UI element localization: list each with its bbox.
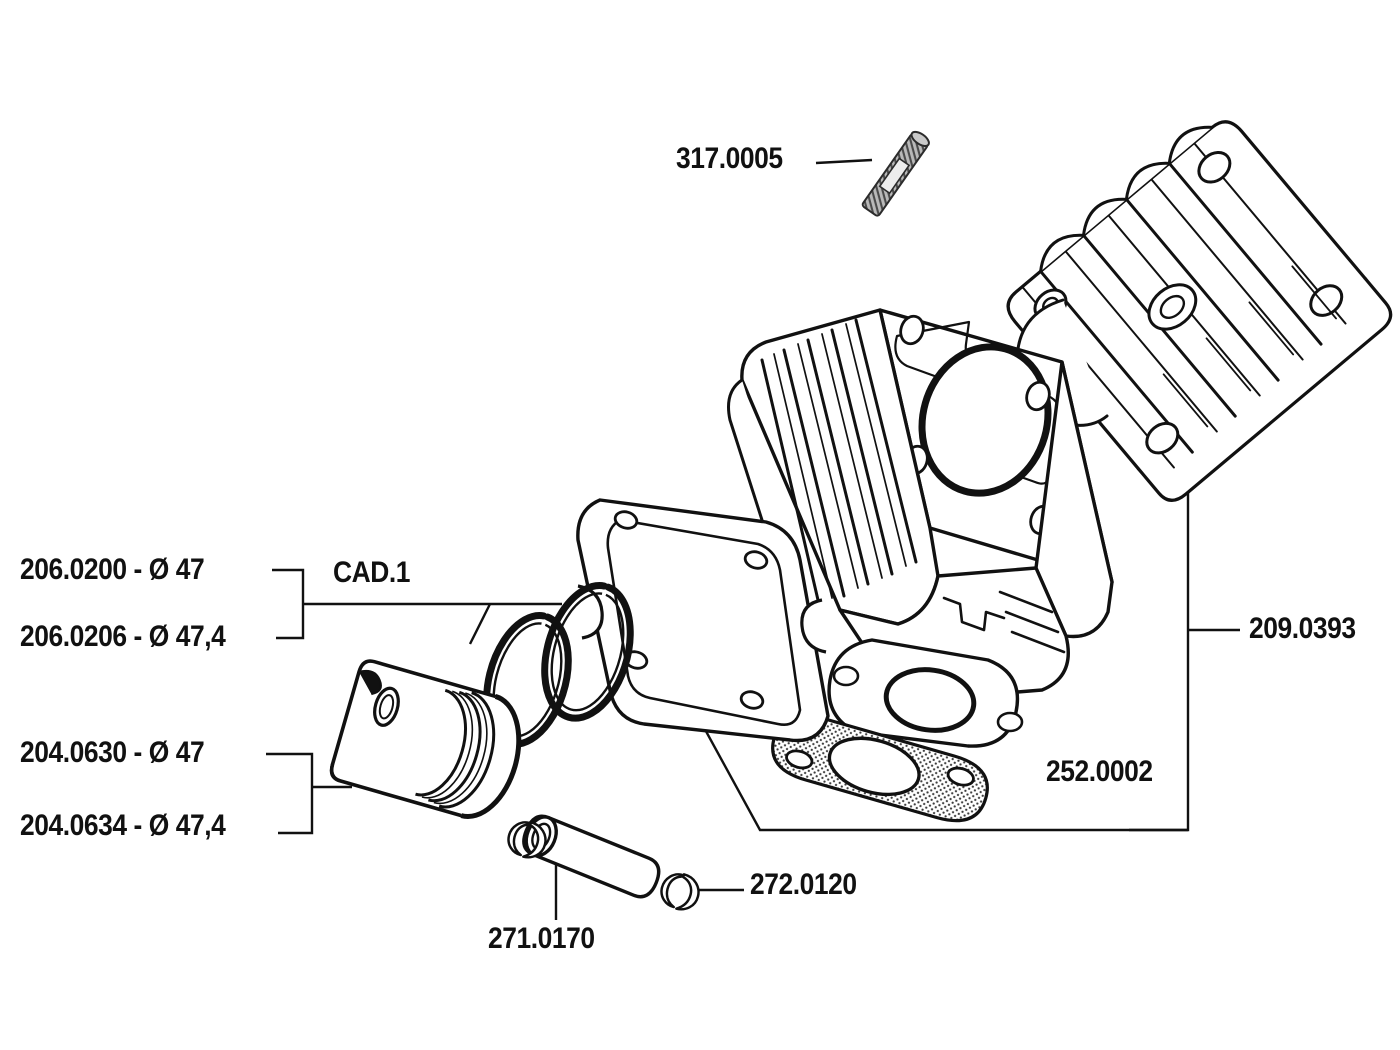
label-intake-gasket: 252.0002	[1046, 755, 1153, 788]
label-cad-note: CAD.1	[333, 556, 411, 589]
label-ring-474: 206.0206 - Ø 47,4	[20, 620, 226, 653]
piston-pin-part	[522, 814, 661, 899]
cylinder-block-part	[727, 308, 1114, 748]
bracket-rings	[272, 568, 305, 640]
stud-bolt-part	[861, 130, 930, 217]
label-ring-47: 206.0200 - Ø 47	[20, 553, 205, 586]
intake-gasket-part	[771, 713, 989, 823]
leader-intake-gasket	[688, 701, 1188, 832]
label-piston-pin: 271.0170	[488, 922, 595, 955]
leader-rings	[468, 603, 492, 645]
base-gasket-part	[576, 498, 830, 743]
label-cylinder-kit: 209.0393	[1249, 612, 1356, 645]
bracket-pistons	[266, 752, 314, 835]
label-stud-bolt: 317.0005	[676, 142, 783, 175]
label-piston-47: 204.0630 - Ø 47	[20, 736, 205, 769]
label-piston-474: 204.0634 - Ø 47,4	[20, 809, 226, 842]
piston-part	[329, 659, 522, 819]
leader-stud	[815, 158, 873, 165]
label-circlip: 272.0120	[750, 868, 857, 901]
